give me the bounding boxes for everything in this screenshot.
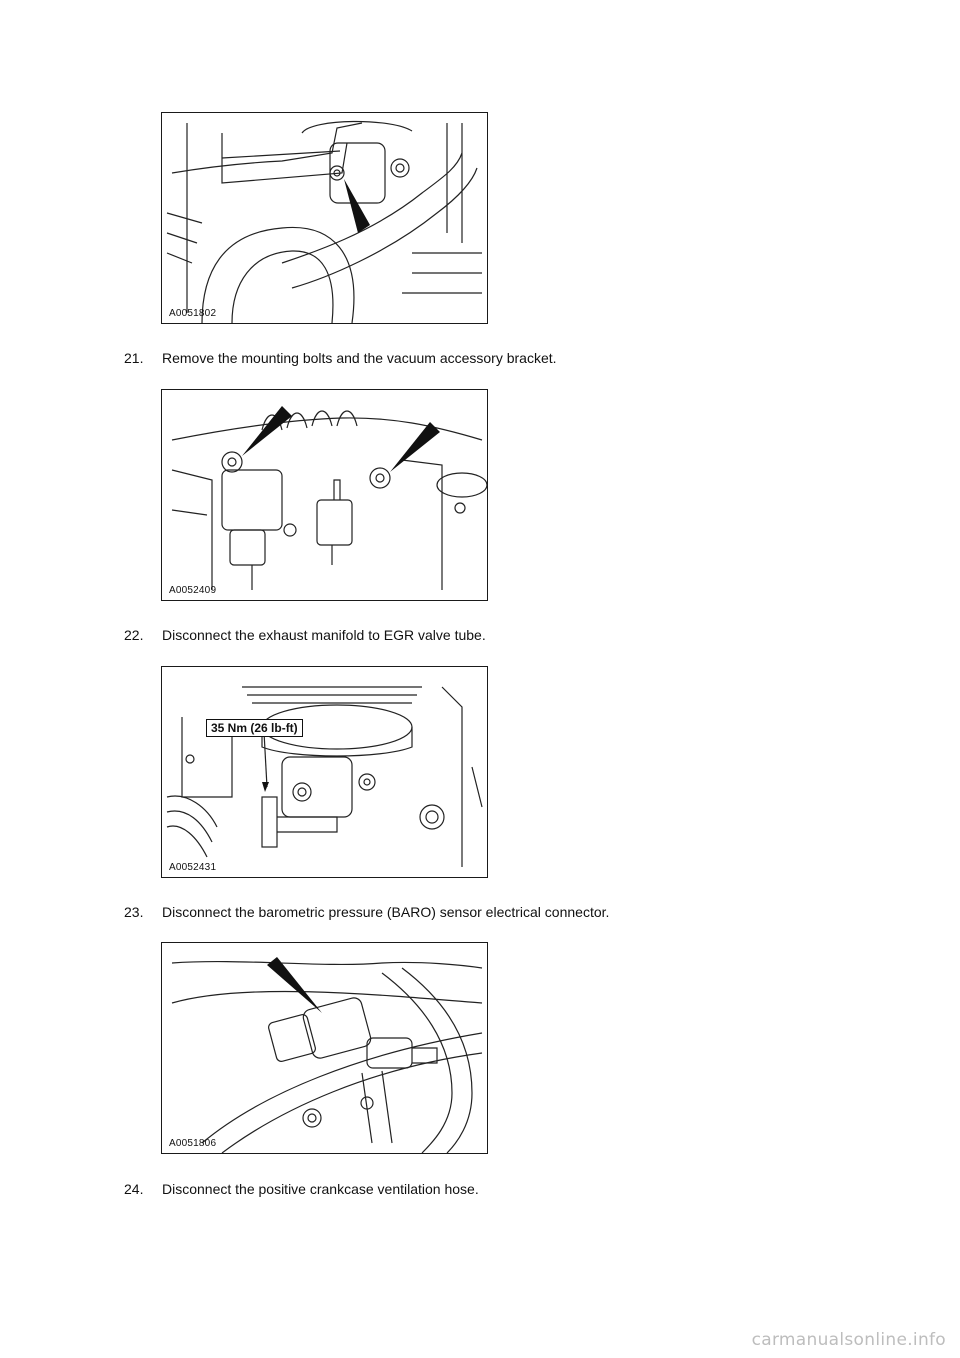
step-24: 24. Disconnect the positive crankcase ven… bbox=[124, 1180, 479, 1198]
figure-code: A0051806 bbox=[169, 1138, 217, 1149]
watermark: carmanualsonline.info bbox=[751, 1330, 946, 1350]
step-number: 23. bbox=[124, 904, 144, 920]
step-21: 21. Remove the mounting bolts and the vac… bbox=[124, 349, 557, 367]
step-23: 23. Disconnect the barometric pressure (B… bbox=[124, 903, 609, 921]
illustration-egr-valve-tube bbox=[166, 686, 483, 867]
step-number: 22. bbox=[124, 627, 144, 643]
figure-code: A0052409 bbox=[169, 585, 217, 596]
figure-code: A0052431 bbox=[169, 862, 217, 873]
step-22: 22. Disconnect the exhaust manifold to EG… bbox=[124, 626, 486, 644]
step-text: Disconnect the barometric pressure (BARO… bbox=[162, 904, 610, 920]
pointer-arrow-icon bbox=[242, 406, 292, 456]
figure-egr-valve-tube: 35 Nm (26 lb-ft) A0052431 bbox=[161, 666, 488, 878]
step-number: 21. bbox=[124, 350, 144, 366]
illustration-baro-sensor bbox=[171, 957, 483, 1153]
step-text: Remove the mounting bolts and the vacuum… bbox=[162, 350, 557, 366]
illustration-bracket-bolt bbox=[166, 120, 482, 323]
illustration-vacuum-bracket bbox=[171, 406, 487, 590]
step-text: Disconnect the positive crankcase ventil… bbox=[162, 1181, 479, 1197]
step-text: Disconnect the exhaust manifold to EGR v… bbox=[162, 627, 486, 643]
figure-code: A0051802 bbox=[169, 308, 217, 319]
pointer-arrow-icon bbox=[267, 957, 322, 1013]
pointer-arrow-icon bbox=[262, 782, 269, 792]
pointer-arrow-icon bbox=[390, 422, 440, 472]
torque-callout: 35 Nm (26 lb-ft) bbox=[206, 719, 303, 737]
figure-engine-bracket-bolt: A0051802 bbox=[161, 112, 488, 324]
figure-vacuum-bracket: A0052409 bbox=[161, 389, 488, 601]
pointer-arrow-icon bbox=[344, 179, 370, 233]
step-number: 24. bbox=[124, 1181, 144, 1197]
figure-baro-sensor-connector: A0051806 bbox=[161, 942, 488, 1154]
